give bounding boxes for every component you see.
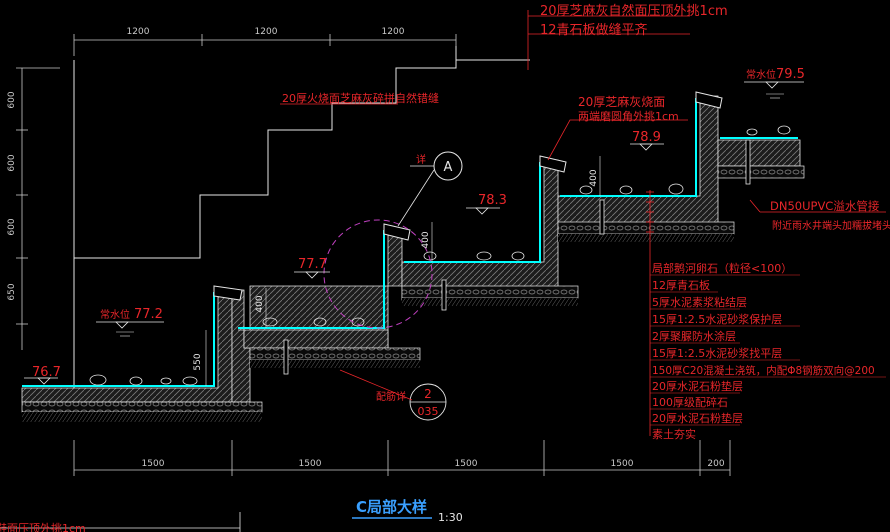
svg-text:77.7: 77.7: [298, 257, 327, 272]
layer-item: 150厚C20混凝土浇筑，内配Φ8钢筋双向@200: [652, 364, 875, 377]
svg-text:78.3: 78.3: [478, 193, 507, 208]
drawing-scale: 1:30: [438, 511, 463, 524]
layer-item: 2厚聚脲防水涂层: [652, 329, 736, 343]
concrete-structure: [21, 95, 801, 403]
callout-label: 详: [416, 153, 426, 166]
level-marker-767: 76.7: [24, 365, 61, 385]
layer-item: 局部鹅河卵石（粒径<100）: [652, 261, 792, 275]
coping-note-1: 20厚芝麻灰烧面: [578, 94, 665, 109]
wall-dim-lines: [205, 156, 601, 386]
drawing-title: C局部大样: [356, 498, 427, 516]
bottom-dimension: [73, 440, 731, 476]
coping-note-2: 两端磨圆角外挑1cm: [578, 109, 679, 123]
layer-item: 15厚1:2.5水泥砂浆找平层: [652, 346, 782, 360]
left-dimension: [16, 67, 60, 350]
dim-left-2: 600: [7, 154, 17, 171]
svg-text:78.9: 78.9: [632, 130, 661, 145]
layer-item: 20厚水泥石粉垫层: [652, 411, 743, 425]
svg-text:常水位: 常水位: [100, 308, 130, 321]
level-marker-783: 78.3: [466, 193, 507, 215]
drain-pipes: [283, 139, 751, 375]
svg-text:77.2: 77.2: [134, 307, 163, 322]
dim-top-3: 1200: [382, 27, 405, 37]
level-marker-789: 78.9: [630, 130, 664, 151]
pebbles: [89, 125, 791, 386]
svg-text:76.7: 76.7: [32, 365, 61, 380]
wall-dim-400-c: 400: [589, 169, 599, 186]
coping-caps: [213, 91, 723, 301]
dim-bottom-1: 1500: [142, 459, 165, 469]
drain-note-leader: [749, 199, 761, 213]
drain-note-1: DN50UPVC溢水管接: [770, 199, 880, 213]
stair-outline: [74, 59, 530, 259]
dim-left-3: 600: [7, 218, 17, 235]
top-note-2: 12青石板做缝平齐: [540, 22, 648, 38]
level-marker-777: 77.7: [294, 257, 330, 279]
layer-item: 100厚级配碎石: [652, 395, 728, 409]
dim-bottom-3: 1500: [455, 459, 478, 469]
level-marker-795: 常水位 79.5: [744, 67, 805, 99]
water-lines: [22, 98, 798, 387]
top-note-leader: [527, 10, 690, 70]
svg-text:79.5: 79.5: [776, 67, 805, 82]
wall-dim-550: 550: [193, 353, 203, 370]
layer-item: 素土夯实: [652, 427, 696, 441]
wall-dim-400-b: 400: [421, 231, 431, 248]
ref-top: 2: [424, 387, 432, 401]
dim-left-4: 650: [7, 283, 17, 300]
wall-dim-400-a: 400: [255, 295, 265, 312]
steps-note: 20厚火烧面芝麻灰碎拼自然错缝: [282, 91, 439, 105]
foundation-layers: [21, 165, 805, 422]
layer-item: 5厚水泥素浆粘结层: [652, 295, 747, 309]
dim-bottom-2: 1500: [299, 459, 322, 469]
layer-item: 15厚1:2.5水泥砂浆保护层: [652, 312, 782, 326]
svg-text:常水位: 常水位: [746, 68, 776, 81]
dim-top-2: 1200: [255, 27, 278, 37]
level-marker-772: 常水位 77.2: [96, 307, 164, 337]
corner-note: 鞋面压顶外挑1cm: [0, 521, 86, 532]
layer-item: 12厚青石板: [652, 278, 710, 292]
ref-bottom: 035: [418, 405, 439, 418]
layer-item: 20厚水泥石粉垫层: [652, 379, 743, 393]
dim-left-1: 600: [7, 91, 17, 108]
layer-underlines: [650, 274, 886, 426]
top-note-1: 20厚芝麻灰自然面压顶外挑1cm: [540, 3, 728, 19]
detail-callout-circle: [323, 219, 433, 329]
layer-ticks: [646, 191, 654, 233]
drain-note-2: 附近雨水井端头加糯拔堵头: [772, 219, 890, 232]
ref-label: 配筋详: [376, 390, 406, 403]
coping-note-leader: [547, 119, 688, 161]
callout-leader: [397, 169, 435, 227]
ref-leader: [339, 369, 413, 401]
dim-top-1: 1200: [127, 27, 150, 37]
dim-bottom-4: 1500: [611, 459, 634, 469]
layer-list: 局部鹅河卵石（粒径<100） 12厚青石板 5厚水泥素浆粘结层 15厚1:2.5…: [652, 261, 875, 441]
top-dimension: [73, 34, 457, 56]
callout-symbol: A: [444, 160, 453, 175]
dim-bottom-5: 200: [707, 459, 724, 469]
